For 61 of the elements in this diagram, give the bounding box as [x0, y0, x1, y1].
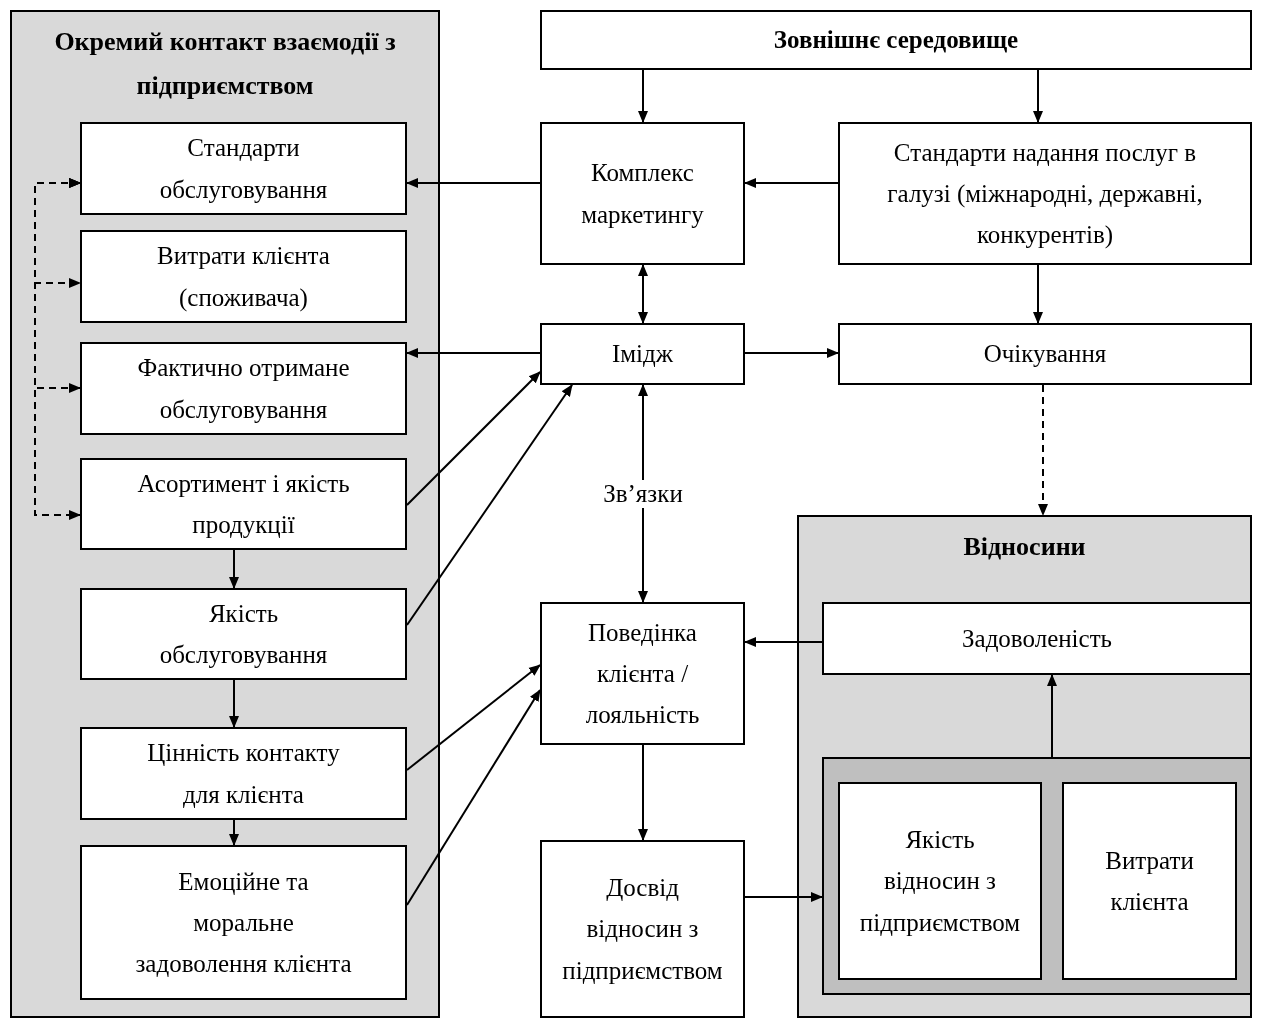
box-text: Емоційне та моральне задоволення клієнта [134, 866, 353, 980]
arrow [406, 664, 541, 771]
box-text: Асортимент і якість продукції [136, 468, 351, 540]
arrow [406, 384, 573, 626]
box-text: Поведінка клієнта / лояльність [585, 617, 700, 731]
group-panel [10, 10, 440, 1018]
box-text: Задоволеність [962, 623, 1112, 654]
box-text: Імідж [611, 339, 674, 370]
dashed-arrow [1038, 384, 1048, 516]
box-text: Комплекс маркетингу [581, 158, 704, 230]
arrow [744, 178, 839, 188]
panel-title: Відносини [963, 531, 1086, 563]
process-box [1062, 782, 1237, 980]
process-box [80, 458, 407, 550]
process-box [822, 602, 1252, 675]
box-text: Якість обслуговування [158, 598, 329, 670]
arrow [744, 637, 823, 647]
process-box [80, 342, 407, 435]
process-box [80, 845, 407, 1000]
arrow [1033, 264, 1043, 324]
process-box [540, 840, 745, 1018]
arrow [638, 264, 648, 324]
inner-panel [822, 757, 1252, 995]
arrow [1033, 69, 1043, 123]
process-box [838, 122, 1252, 265]
process-box [540, 122, 745, 265]
box-text: Досвід відносин з підприємством [562, 873, 723, 986]
box-text: Цінність контакту для клієнта [146, 738, 341, 810]
arrow [229, 819, 239, 846]
box-text: Очікування [983, 339, 1107, 370]
arrow [406, 348, 541, 358]
arrow [744, 348, 839, 358]
process-box [838, 782, 1042, 980]
box-text: Стандарти обслуговування [158, 133, 329, 205]
arrow [744, 892, 823, 902]
process-box [80, 588, 407, 680]
arrow [406, 178, 541, 188]
process-box [80, 122, 407, 215]
process-box [540, 10, 1252, 70]
edge-label: Зв’язки [601, 479, 685, 508]
process-box [540, 602, 745, 745]
arrow [406, 689, 541, 906]
arrow [1047, 674, 1057, 758]
arrow [229, 679, 239, 728]
box-text: Якість відносин з підприємством [859, 825, 1021, 938]
box-text: Витрати клієнта [1105, 845, 1194, 917]
process-box [80, 230, 407, 323]
group-panel [797, 515, 1252, 1018]
dashed-arrow [34, 178, 81, 520]
process-box [838, 323, 1252, 385]
box-text: Зовнішнє середовище [773, 25, 1019, 56]
panel-title: Окремий контакт взаємодії з підприємством [53, 26, 397, 103]
arrow [406, 371, 541, 506]
arrow [638, 69, 648, 123]
box-text: Стандарти надання послуг в галузі (міжнародні, державні, конкурентів) [886, 137, 1204, 251]
box-text: Фактично отримане обслуговування [136, 353, 351, 425]
arrow [229, 549, 239, 589]
process-box [540, 323, 745, 385]
process-box [80, 727, 407, 820]
box-text: Витрати клієнта (споживача) [156, 241, 331, 314]
arrow [638, 744, 648, 841]
